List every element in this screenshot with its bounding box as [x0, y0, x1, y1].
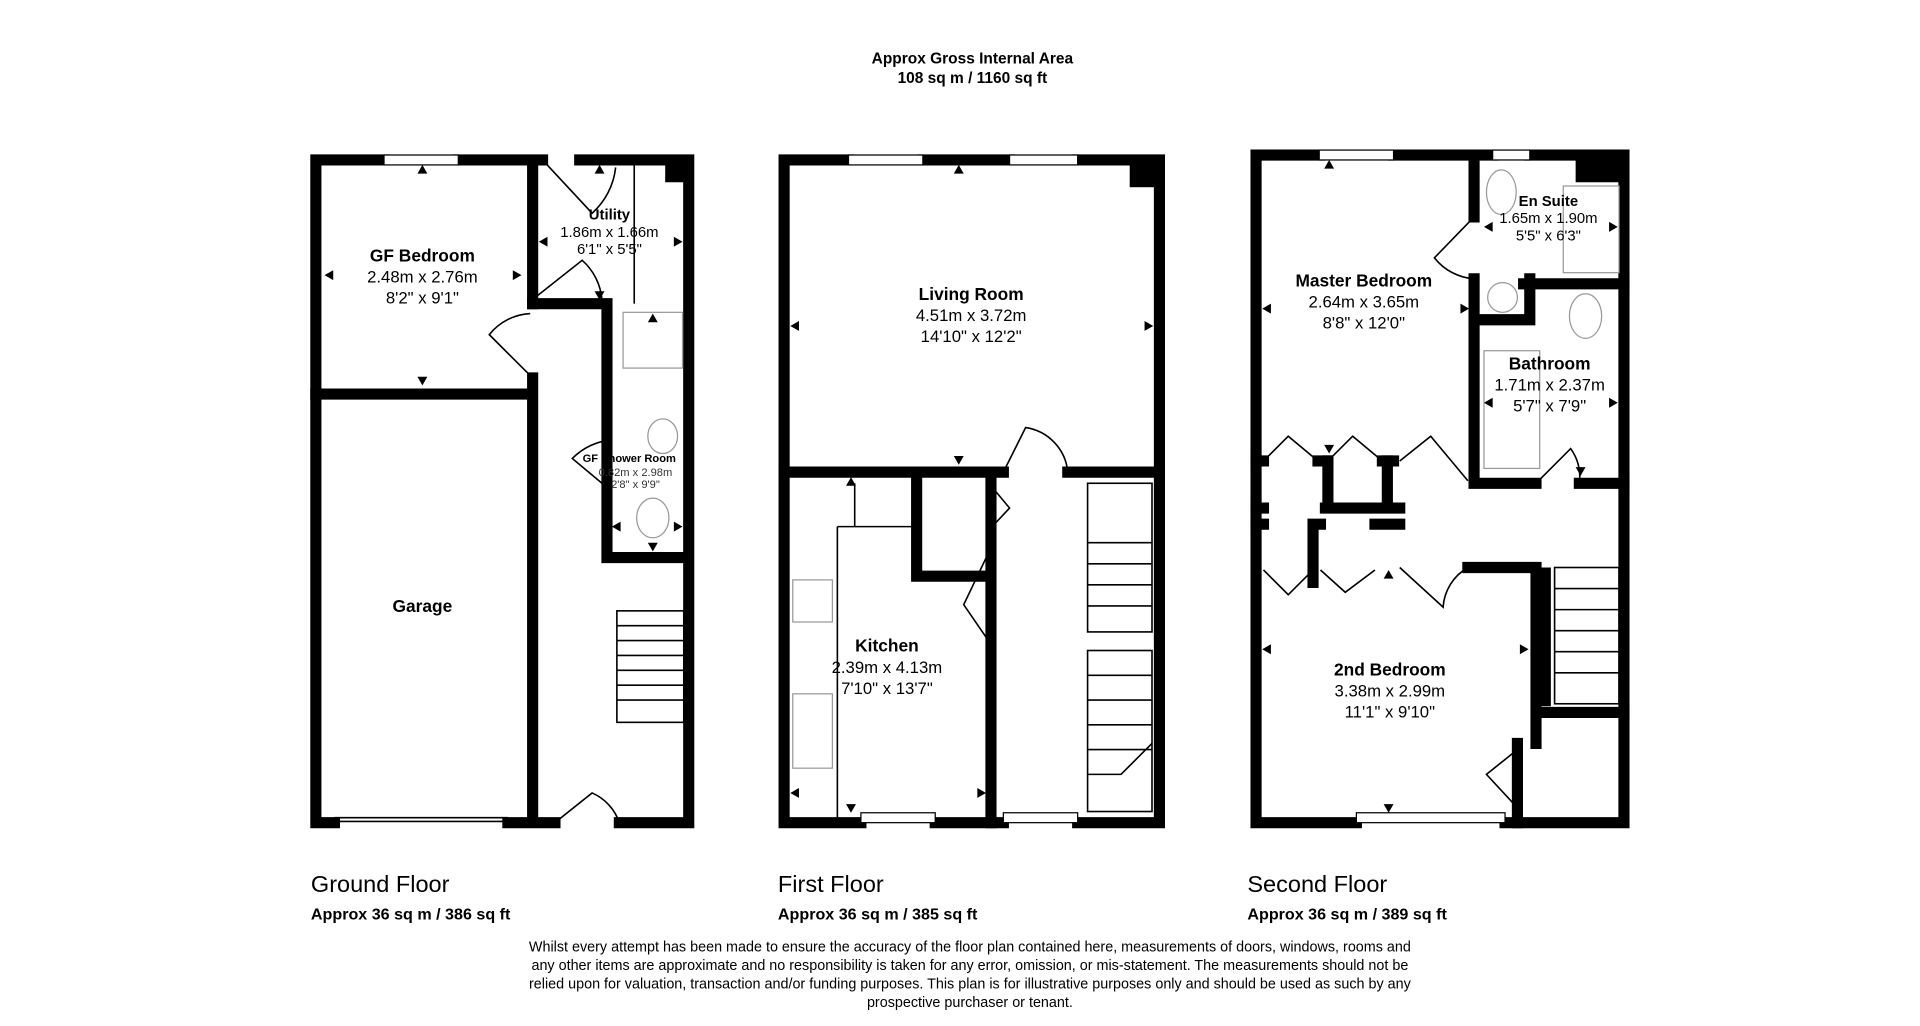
gross-area-value: 108 sq m / 1160 sq ft — [898, 70, 1048, 87]
room-name: Utility — [589, 207, 631, 223]
room-dimensions-metric: 0.82m x 2.98m — [599, 467, 673, 479]
floor-area-first: Approx 36 sq m / 385 sq ft — [778, 905, 978, 923]
room-dimensions-imperial: 5'5" x 6'3" — [1516, 228, 1581, 244]
disclaimer-line: relied upon for valuation, transaction a… — [529, 977, 1412, 993]
ground-floor-plan: GF Bedroom 2.48m x 2.76m 8'2" x 9'1" Uti… — [310, 154, 695, 829]
floor-area-second: Approx 36 sq m / 389 sq ft — [1247, 905, 1447, 923]
room-dimensions-imperial: 7'10" x 13'7" — [841, 679, 933, 698]
room-dimensions-metric: 3.38m x 2.99m — [1335, 681, 1446, 700]
room-name: Kitchen — [855, 636, 919, 656]
room-dimensions-imperial: 2'8" x 9'9" — [611, 479, 660, 491]
room-name: GF Shower Room — [583, 453, 676, 465]
room-name: Bathroom — [1509, 353, 1591, 373]
room-dimensions-metric: 4.51m x 3.72m — [916, 306, 1027, 325]
room-name: En Suite — [1519, 194, 1578, 210]
room-dimensions-metric: 2.64m x 3.65m — [1309, 292, 1420, 311]
floor-name-ground: Ground Floor — [311, 871, 450, 897]
disclaimer-line: Whilst every attempt has been made to en… — [529, 940, 1411, 956]
room-dimensions-imperial: 5'7" x 7'9" — [1513, 396, 1586, 415]
floor-name-first: First Floor — [778, 871, 884, 897]
first-floor-stairs — [1086, 482, 1153, 813]
room-name: GF Bedroom — [370, 246, 475, 266]
room-dimensions-metric: 1.71m x 2.37m — [1494, 375, 1605, 394]
room-dimensions-imperial: 8'8" x 12'0" — [1323, 313, 1405, 332]
second-floor-stairs — [1533, 566, 1620, 707]
room-dimensions-imperial: 11'1" x 9'10" — [1345, 702, 1436, 721]
floor-area-ground: Approx 36 sq m / 386 sq ft — [311, 905, 511, 923]
room-dimensions-metric: 1.86m x 1.66m — [560, 225, 658, 241]
room-name: Garage — [393, 596, 453, 616]
dimension-arrows — [324, 159, 1618, 813]
room-dimensions-metric: 1.65m x 1.90m — [1499, 211, 1597, 227]
gross-area-title: Approx Gross Internal Area — [872, 50, 1074, 67]
room-name: 2nd Bedroom — [1334, 659, 1446, 679]
room-dimensions-imperial: 6'1" x 5'5" — [577, 242, 642, 258]
room-dimensions-metric: 2.48m x 2.76m — [367, 268, 478, 287]
room-dimensions-imperial: 14'10" x 12'2" — [921, 327, 1022, 346]
disclaimer-line: prospective purchaser or tenant. — [867, 995, 1073, 1011]
ground-floor-stairs — [616, 610, 685, 724]
room-name: Master Bedroom — [1295, 270, 1432, 290]
room-dimensions-imperial: 8'2" x 9'1" — [386, 289, 459, 308]
first-floor-plan: Living Room 4.51m x 3.72m 14'10" x 12'2"… — [778, 154, 1166, 829]
room-name: Living Room — [919, 284, 1024, 304]
disclaimer-line: any other items are approximate and no r… — [531, 958, 1408, 974]
second-floor-plan: Master Bedroom 2.64m x 3.65m 8'8" x 12'0… — [1250, 149, 1630, 829]
disclaimer: Whilst every attempt has been made to en… — [529, 940, 1412, 1012]
room-dimensions-metric: 2.39m x 4.13m — [832, 658, 943, 677]
floor-name-second: Second Floor — [1247, 871, 1387, 897]
